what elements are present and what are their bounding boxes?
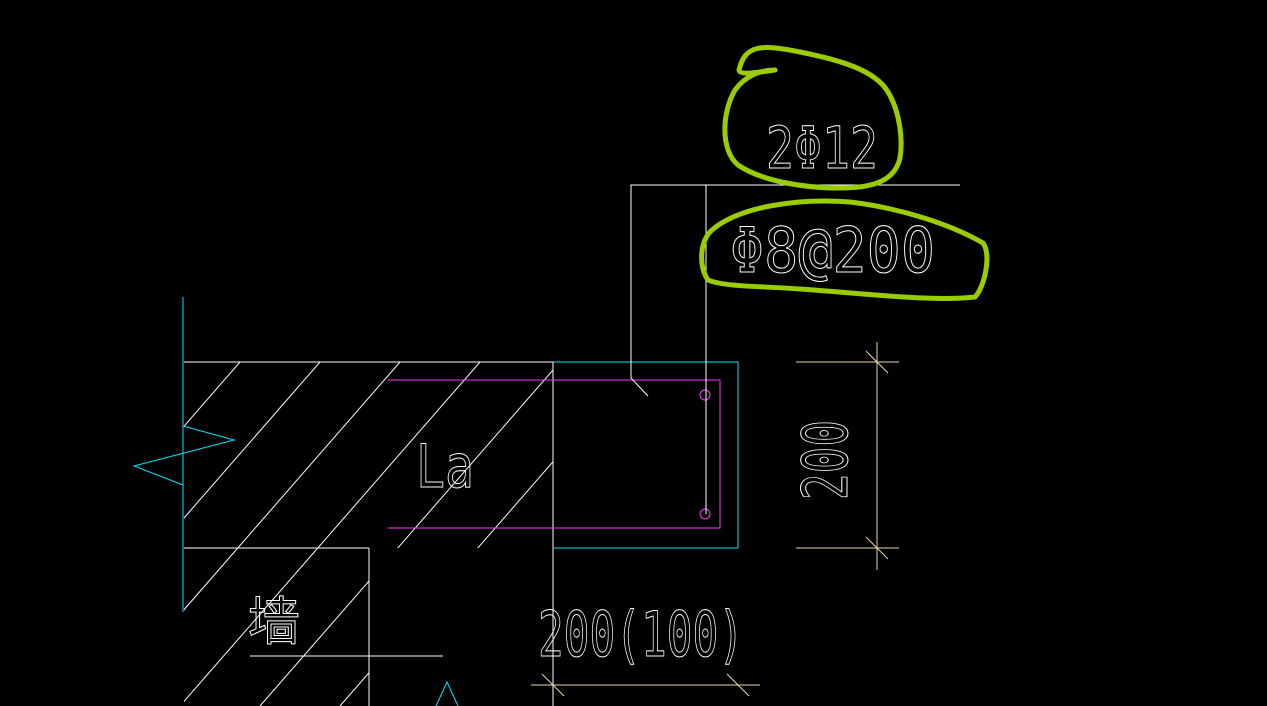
rebar-cage <box>388 379 721 529</box>
width-dim-label: 200(100) <box>538 598 744 671</box>
elevation-marker <box>435 680 459 706</box>
wall-label: 墙 <box>248 593 300 653</box>
top-rebar-icon <box>699 389 711 401</box>
bottom-rebar-icon <box>699 508 711 520</box>
highlight-marks <box>699 45 990 301</box>
highlight-circle-main-rebar <box>722 45 904 191</box>
height-dim-label: 200 <box>789 420 862 500</box>
width-dimension <box>531 673 760 697</box>
anchorage-label: La <box>416 432 474 502</box>
break-line <box>132 297 236 612</box>
highlight-circle-stirrup <box>699 198 990 301</box>
main-rebar-label: 2Φ12 <box>766 114 878 182</box>
height-dimension <box>796 342 899 570</box>
stirrup-label: Φ8@200 <box>730 214 935 287</box>
section-outline <box>184 361 554 706</box>
beam-outline <box>553 361 739 549</box>
